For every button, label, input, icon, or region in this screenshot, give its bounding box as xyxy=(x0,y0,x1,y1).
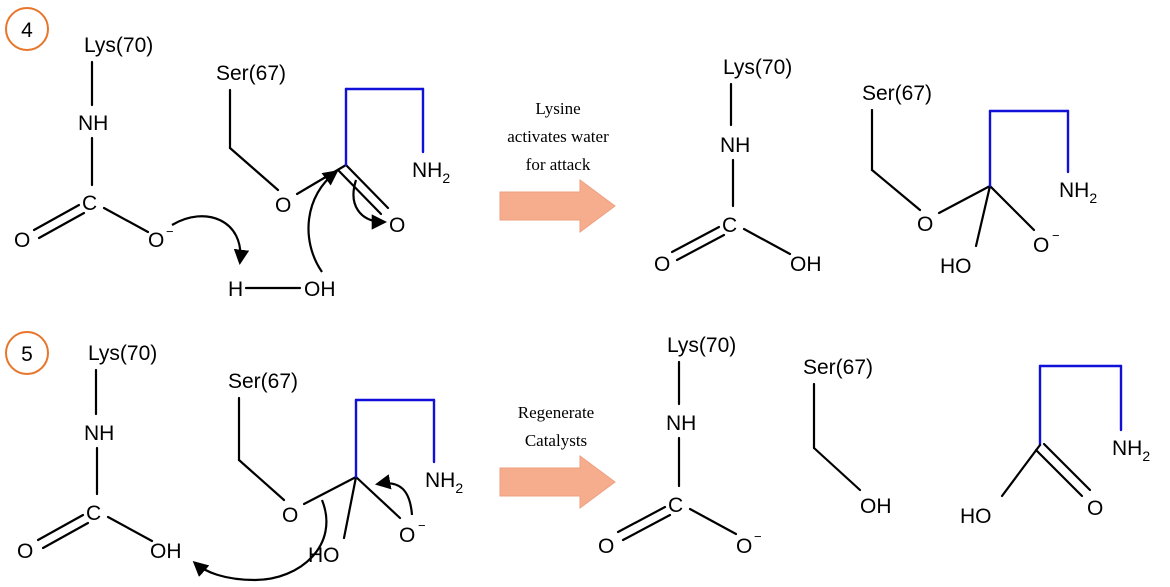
negative-charge: − xyxy=(166,224,174,239)
lys-label: Lys(70) xyxy=(88,342,157,365)
product-serine-hydroxyl: OH xyxy=(860,495,892,518)
amine-label: NH2 xyxy=(425,469,463,496)
caption-line-2: Catalysts xyxy=(525,431,587,450)
hydroxyl-label: OH xyxy=(150,540,182,563)
keto-oxygen: O xyxy=(389,214,405,237)
product-carbonyl-oxygen: O xyxy=(654,253,670,276)
product-carbonyl-oxygen: O xyxy=(598,535,614,558)
product-ester-oxygen: O xyxy=(917,213,933,236)
product-hydroxyl: OH xyxy=(790,253,822,276)
electron-arrow-attack xyxy=(307,170,339,273)
ho-label: HO xyxy=(308,544,340,567)
product-tetrahedral-intermediate: Ser(67) O O − HO NH2 xyxy=(862,82,1097,278)
product-nh-label: NH xyxy=(720,134,750,157)
product-amine-label: NH2 xyxy=(1112,437,1150,464)
caption-line-2: activates water xyxy=(507,127,609,146)
caption-line-1: Regenerate xyxy=(518,403,594,422)
product-oxyanion: O xyxy=(1033,234,1049,257)
tetrahedral-intermediate: Ser(67) O O − HO NH2 xyxy=(228,370,463,567)
nh-label: NH xyxy=(84,422,114,445)
carbon-label: C xyxy=(82,192,97,215)
product-ho-label: HO xyxy=(940,255,972,278)
product-lysine-carbamic-acid: Lys(70) NH C O OH xyxy=(654,56,822,276)
caption-line-1: Lysine xyxy=(535,99,580,118)
ester-oxygen: O xyxy=(282,504,298,527)
negative-charge: − xyxy=(418,518,426,533)
product-negative-charge: − xyxy=(1052,228,1060,243)
step-number: 5 xyxy=(21,343,33,366)
electron-arrow-reform-carbonyl xyxy=(374,474,414,516)
electron-arrow-protonation xyxy=(192,499,328,582)
carbonyl-oxygen: O xyxy=(14,229,30,252)
water-oh: OH xyxy=(304,278,336,301)
product-negative-charge: − xyxy=(754,529,762,544)
lysine-carbamate: Lys(70) NH C O O − xyxy=(14,34,174,252)
electron-arrow-deprotonation xyxy=(171,215,250,266)
carboxylate-oxygen: O xyxy=(148,229,164,252)
amine-label: NH2 xyxy=(412,159,450,186)
electron-arrow-carbonyl xyxy=(352,179,388,230)
step-number-badge xyxy=(5,331,49,375)
reaction-arrow xyxy=(499,179,616,233)
product-amino-acid: NH2 HO O xyxy=(960,364,1150,528)
product-lys-label: Lys(70) xyxy=(723,56,792,79)
product-ser-label: Ser(67) xyxy=(862,82,932,105)
oxyanion: O xyxy=(399,524,415,547)
product-serine: Ser(67) OH xyxy=(803,356,892,518)
carbon-label: C xyxy=(86,502,101,525)
product-nh-label: NH xyxy=(666,412,696,435)
ester-oxygen: O xyxy=(275,194,291,217)
product-amine-label: NH2 xyxy=(1059,179,1097,206)
nh-label: NH xyxy=(78,112,108,135)
product-lysine-carbamate: Lys(70) NH C O O − xyxy=(598,334,762,558)
product-acid-oxygen: O xyxy=(1087,497,1103,520)
carbonyl-oxygen: O xyxy=(17,540,33,563)
product-carbon-label: C xyxy=(668,494,683,517)
product-carboxylate-oxygen: O xyxy=(736,535,752,558)
step-number: 4 xyxy=(21,19,33,42)
ser-label: Ser(67) xyxy=(216,62,286,85)
caption-line-3: for attack xyxy=(526,155,591,174)
product-acid-hydroxyl: HO xyxy=(960,505,992,528)
lysine-carbamic-acid: Lys(70) NH C O OH xyxy=(17,342,182,563)
serine-acyl-ester: Ser(67) O O NH2 xyxy=(216,62,450,237)
product-carbon-label: C xyxy=(722,214,737,237)
step-4: 4 Lys(70) NH C O O − Ser(67) O O xyxy=(5,7,1097,301)
reaction-arrow xyxy=(499,455,616,509)
water-hydrogen: H xyxy=(228,278,243,301)
ser-label: Ser(67) xyxy=(228,370,298,393)
step-5: 5 Lys(70) NH C O OH Ser(67) O O − HO xyxy=(5,331,1150,582)
product-ser-label: Ser(67) xyxy=(803,356,873,379)
step-number-badge xyxy=(5,7,49,51)
product-lys-label: Lys(70) xyxy=(667,334,736,357)
lys-label: Lys(70) xyxy=(84,34,153,57)
water-molecule: H OH xyxy=(228,278,336,301)
